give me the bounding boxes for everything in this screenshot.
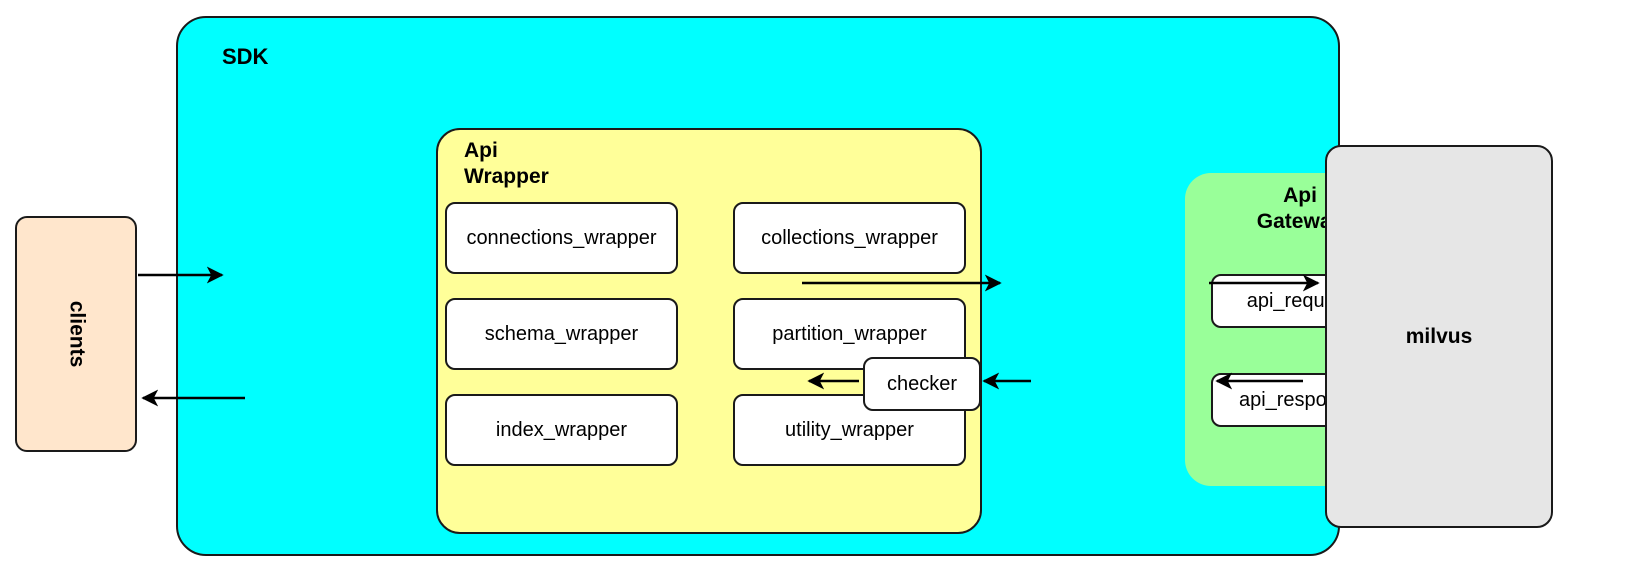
node-label: clients — [65, 300, 88, 368]
node-collections-wrapper[interactable]: collections_wrapper — [733, 202, 966, 274]
node-label: checker — [886, 372, 958, 395]
sdk-container: SDK Api Wrapper connections_wrapper coll… — [176, 16, 1415, 556]
sdk-container-label: SDK — [222, 44, 269, 69]
node-index-wrapper[interactable]: index_wrapper — [445, 394, 678, 466]
node-utility-wrapper[interactable]: utility_wrapper — [733, 394, 966, 466]
node-label: collections_wrapper — [761, 226, 938, 249]
node-schema-wrapper[interactable]: schema_wrapper — [445, 298, 678, 370]
node-label: index_wrapper — [495, 418, 628, 441]
api-wrapper-container: Api Wrapper connections_wrapper collecti… — [436, 128, 982, 534]
api-gateway-container-label: Api Gateway — [1256, 184, 1344, 233]
node-checker[interactable]: checker — [863, 357, 981, 411]
node-label: connections_wrapper — [466, 226, 657, 249]
node-milvus[interactable]: milvus — [1325, 145, 1553, 528]
node-label: partition_wrapper — [772, 322, 927, 345]
node-connections-wrapper[interactable]: connections_wrapper — [445, 202, 678, 274]
node-label: schema_wrapper — [484, 322, 639, 345]
node-partition-wrapper[interactable]: partition_wrapper — [733, 298, 966, 370]
node-label: milvus — [1405, 324, 1473, 348]
node-label: utility_wrapper — [785, 418, 914, 441]
node-clients[interactable]: clients — [15, 216, 137, 452]
api-wrapper-container-label: Api Wrapper — [464, 139, 549, 188]
